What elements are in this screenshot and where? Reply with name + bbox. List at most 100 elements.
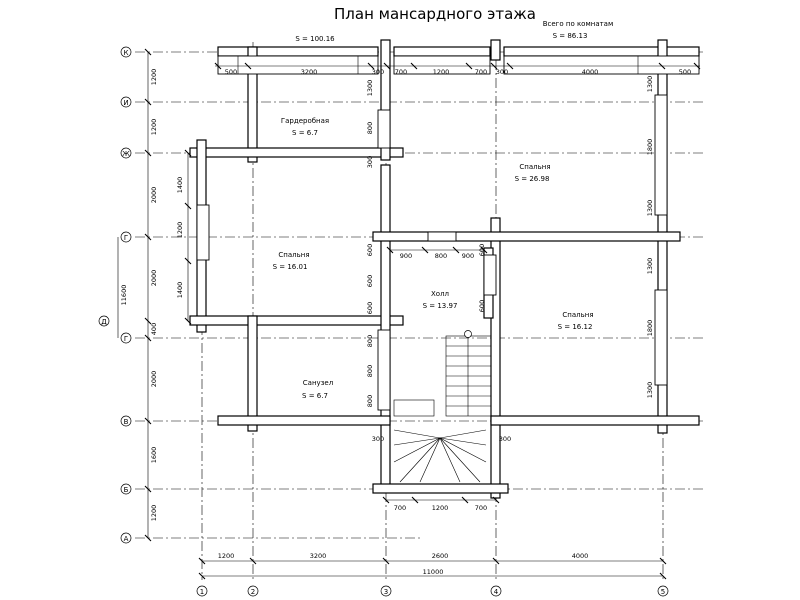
dim-label: 4000	[572, 552, 589, 560]
staircase	[393, 330, 492, 483]
axis-letter-label: И	[123, 99, 128, 107]
dim-label: 700	[475, 68, 487, 76]
wall-v-right	[490, 415, 700, 426]
dim-label: 1800	[646, 139, 654, 156]
axis-letter-label: Б	[124, 486, 129, 494]
dim-label: 500	[679, 68, 691, 76]
plan-title: План мансардного этажа	[334, 5, 536, 23]
dimension-left: 1200 1200 2000 2000 400 2000 1600 1200 1…	[117, 48, 158, 542]
dim-label: 1600	[150, 447, 158, 464]
dim-label: 1300	[646, 76, 654, 93]
axis-letter-label: А	[124, 535, 129, 543]
wall-top-middle	[393, 46, 491, 57]
dim-label: 300	[372, 68, 384, 76]
room-area-bedroom-1: S = 26.98	[515, 175, 550, 183]
axis-number-label: 3	[384, 588, 388, 596]
window-hall-top	[427, 231, 457, 242]
room-name-bedroom-1: Спальня	[519, 163, 550, 171]
window-top-right	[503, 55, 700, 75]
dim-label: 600	[366, 275, 374, 287]
window-right-upper	[654, 94, 668, 216]
dim-label: 600	[366, 302, 374, 314]
dim-label: 300	[372, 435, 384, 443]
dim-label: 300	[499, 435, 511, 443]
wall-g2-row	[189, 315, 404, 326]
room-name-wardrobe: Гардеробная	[281, 117, 329, 125]
dim-label: 700	[395, 68, 407, 76]
room-area-bedroom-2: S = 16.01	[273, 263, 308, 271]
window-top-left	[217, 55, 379, 75]
wall-top-left	[217, 46, 379, 57]
windows	[196, 55, 700, 411]
dimension-hall-top: 900 800 900	[386, 246, 488, 260]
room-name-bedroom-3: Спальня	[562, 311, 593, 319]
area-rooms-value: S = 86.13	[553, 32, 588, 40]
axis-grid-lines	[135, 42, 705, 580]
axis-number-label: 5	[661, 588, 665, 596]
dimension-stair-bottom: 700 1200 700 300 300	[372, 435, 511, 512]
dim-label: 600	[478, 300, 486, 312]
dim-label: 2000	[150, 270, 158, 287]
room-area-bathroom: S = 6.7	[302, 392, 328, 400]
dim-label: 1300	[646, 200, 654, 217]
dim-label: 1300	[646, 258, 654, 275]
wall-c3-top	[380, 39, 391, 161]
dim-label: 300	[366, 156, 374, 168]
wall-c4-top	[490, 39, 501, 61]
room-name-hall: Холл	[431, 290, 449, 298]
wall-b	[372, 483, 509, 494]
window-right-lower	[654, 289, 668, 386]
dimension-wall-c3: 1300 800 300 600 600 600 800 800 800	[366, 80, 374, 407]
dim-label: 800	[366, 395, 374, 407]
dim-label: 900	[400, 252, 412, 260]
dim-label: 700	[475, 504, 487, 512]
wall-top-right	[503, 46, 700, 57]
dimension-left-inner: 1400 1200 1400	[176, 149, 192, 325]
area-total: S = 100.16	[295, 35, 335, 43]
axis-left-extra-label: Д	[101, 318, 107, 326]
room-area-hall: S = 13.97	[423, 302, 458, 310]
dim-bottom-total: 11000	[423, 568, 444, 576]
area-rooms-label: Всего по комнатам	[543, 20, 614, 28]
window-top-middle	[393, 55, 491, 75]
window-left	[196, 204, 210, 261]
dim-label: 1300	[646, 382, 654, 399]
axis-number-label: 2	[251, 588, 255, 596]
dimension-top: 500 3200 300 700 1200 700 300 4000 500	[214, 62, 701, 76]
dim-label: 1200	[432, 504, 449, 512]
dim-label: 800	[366, 122, 374, 134]
dim-label: 1200	[433, 68, 450, 76]
dim-label: 3200	[310, 552, 327, 560]
dim-label: 1200	[176, 222, 184, 239]
dim-label: 1800	[646, 320, 654, 337]
axis-number-label: 4	[494, 588, 499, 596]
dim-label: 1200	[150, 119, 158, 136]
axis-letter-label: К	[124, 49, 129, 57]
axis-letter-label: Ж	[122, 150, 130, 158]
room-area-bedroom-3: S = 16.12	[558, 323, 593, 331]
axis-letter-label: Г	[124, 234, 128, 242]
axis-bubbles-letters: К И Ж Г Г В Б А Д	[98, 46, 132, 544]
dim-label: 1200	[150, 69, 158, 86]
wall-g	[372, 231, 681, 242]
dim-label: 600	[366, 244, 374, 256]
axis-letter-label: В	[124, 418, 129, 426]
window-c3-upper	[377, 109, 391, 149]
dim-label: 2000	[150, 187, 158, 204]
wall-v-left	[217, 415, 391, 426]
dim-label: 1200	[150, 505, 158, 522]
dim-label: 900	[462, 252, 474, 260]
dimension-bottom: 1200 3200 2600 4000 11000	[198, 552, 667, 580]
dim-label: 1300	[366, 80, 374, 97]
axis-number-label: 1	[200, 588, 204, 596]
dim-label: 1400	[176, 177, 184, 194]
wall-c2-top	[247, 46, 258, 163]
dim-label: 700	[394, 504, 406, 512]
dim-label: 300	[496, 68, 508, 76]
axis-letter-label: Г	[124, 335, 128, 343]
room-labels: S = 100.16 Всего по комнатам S = 86.13 Г…	[273, 20, 614, 400]
wall-c2-bottom	[247, 315, 258, 432]
dim-label: 1200	[218, 552, 235, 560]
dim-label: 800	[366, 335, 374, 347]
